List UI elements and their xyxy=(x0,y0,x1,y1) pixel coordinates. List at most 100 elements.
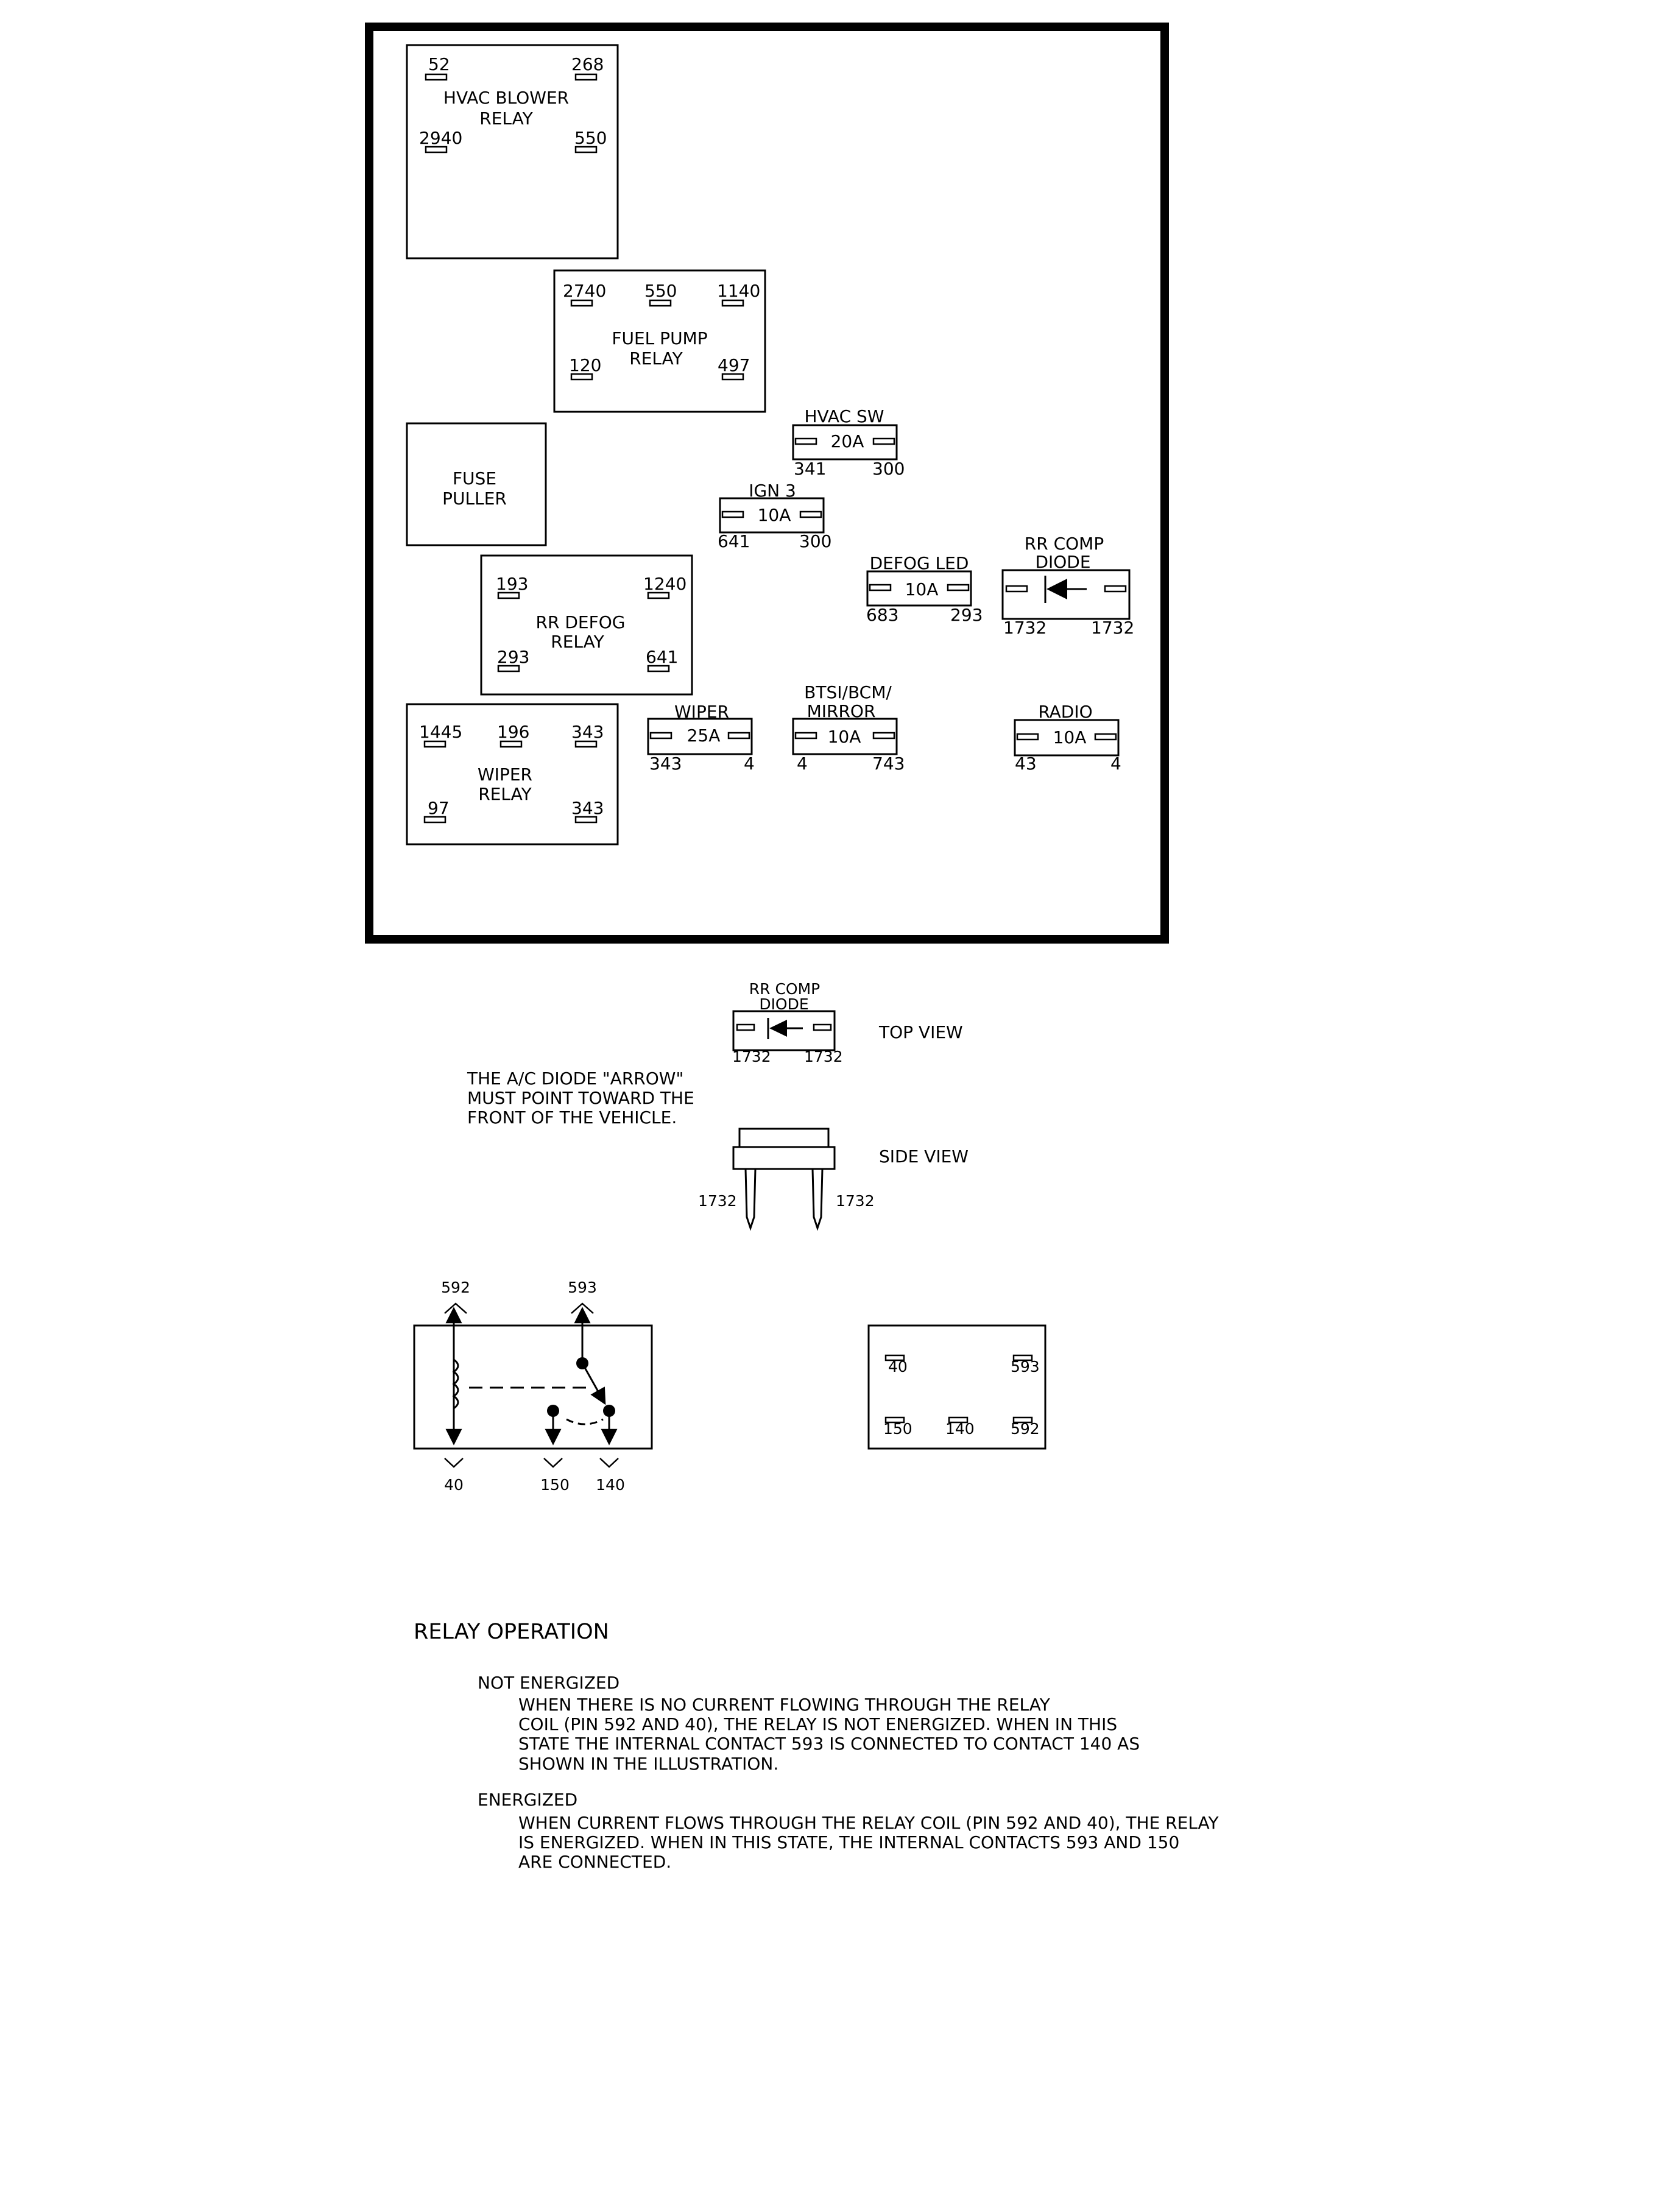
relay-label-line2: RELAY xyxy=(478,784,532,804)
pin-97: 97 xyxy=(428,798,450,818)
diode-detail-label-line1: RR COMP xyxy=(749,980,820,998)
ign-3-fuse: IGN 3 10A 641 300 xyxy=(718,481,831,551)
pin-343: 343 xyxy=(571,722,604,742)
relay-label-line1: WIPER xyxy=(478,764,532,785)
pin-2940: 2940 xyxy=(419,128,462,148)
fuse-pin-right: 4 xyxy=(1110,754,1121,774)
relay-operation: RELAY OPERATION NOT ENERGIZED WHEN THERE… xyxy=(414,1620,1219,1872)
wiper-fuse: WIPER 25A 343 4 xyxy=(647,702,755,774)
diode-arrow-icon xyxy=(1046,579,1067,599)
pin-193: 193 xyxy=(496,574,528,594)
not-energized-line: STATE THE INTERNAL CONTACT 593 IS CONNEC… xyxy=(518,1734,1140,1754)
fuse-rating: 10A xyxy=(758,505,791,525)
diode-label-line1: RR COMP xyxy=(1025,534,1104,554)
fuse-pin-right: 4 xyxy=(744,754,755,774)
fuse-rating: 10A xyxy=(828,727,861,747)
fuse-pin-left: 341 xyxy=(794,459,826,479)
fuse-name-line1: BTSI/BCM/ xyxy=(804,682,892,702)
fuse-puller-line1: FUSE xyxy=(453,468,496,489)
defog-led-fuse: DEFOG LED 10A 683 293 xyxy=(866,553,983,625)
diode-arrow-icon xyxy=(769,1020,787,1037)
top-view-label: TOP VIEW xyxy=(878,1022,963,1042)
fuse-name: DEFOG LED xyxy=(870,553,969,573)
hvac-sw-fuse: HVAC SW 20A 341 300 xyxy=(792,406,905,479)
pin-268: 268 xyxy=(571,54,604,74)
diode-detail-label-line2: DIODE xyxy=(759,995,808,1013)
relay-label-line1: RR DEFOG xyxy=(536,612,626,632)
fuse-puller: FUSE PULLER xyxy=(406,422,547,546)
pin-550: 550 xyxy=(644,281,677,301)
wiper-relay: 1445 196 343 WIPER RELAY 97 343 xyxy=(406,703,619,846)
pin-343: 343 xyxy=(571,798,604,818)
pin-550: 550 xyxy=(574,128,607,148)
rr-defog-relay: 193 1240 RR DEFOG RELAY 293 641 xyxy=(480,554,693,696)
side-view-pin-right: 1732 xyxy=(836,1192,875,1210)
diode-side-view: 1732 1732 SIDE VIEW xyxy=(698,1128,969,1231)
fuse-name: RADIO xyxy=(1038,702,1092,722)
pin-120: 120 xyxy=(569,355,601,375)
pin-40-label: 40 xyxy=(444,1476,464,1494)
not-energized-line: SHOWN IN THE ILLUSTRATION. xyxy=(518,1754,778,1774)
fuse-rating: 10A xyxy=(1053,727,1087,747)
diode-note: THE A/C DIODE "ARROW" MUST POINT TOWARD … xyxy=(467,1068,694,1128)
energized-line: ARE CONNECTED. xyxy=(518,1852,671,1872)
diode-pin-left: 1732 xyxy=(1003,618,1046,638)
pin-1240: 1240 xyxy=(643,574,686,594)
note-line: FRONT OF THE VEHICLE. xyxy=(467,1107,677,1128)
energized-line: WHEN CURRENT FLOWS THROUGH THE RELAY COI… xyxy=(518,1813,1219,1833)
relay-label-line2: RELAY xyxy=(479,108,533,129)
not-energized-line: WHEN THERE IS NO CURRENT FLOWING THROUGH… xyxy=(518,1695,1051,1715)
diode-pin-right: 1732 xyxy=(1091,618,1134,638)
pin-293: 293 xyxy=(497,647,529,667)
pin-1445: 1445 xyxy=(419,722,462,742)
diode-top-view: RR COMP DIODE 1732 1732 TOP VIEW xyxy=(732,980,963,1065)
fuse-puller-line2: PULLER xyxy=(442,489,507,509)
pin-150-label: 150 xyxy=(540,1476,570,1494)
energized-line: IS ENERGIZED. WHEN IN THIS STATE, THE IN… xyxy=(518,1832,1179,1852)
fuse-rating: 25A xyxy=(687,725,721,746)
pinout-40: 40 xyxy=(888,1358,908,1375)
energized-heading: ENERGIZED xyxy=(478,1790,577,1810)
note-line: THE A/C DIODE "ARROW" xyxy=(467,1068,683,1089)
pinout-592: 592 xyxy=(1011,1420,1040,1438)
pin-593-label: 593 xyxy=(568,1279,597,1296)
pin-140-label: 140 xyxy=(596,1476,625,1494)
side-view-label: SIDE VIEW xyxy=(879,1146,969,1167)
note-line: MUST POINT TOWARD THE xyxy=(467,1088,694,1108)
relay-label-line1: FUEL PUMP xyxy=(612,328,707,348)
fuse-pin-right: 300 xyxy=(872,459,905,479)
relay-pinout: 40 593 150 140 592 xyxy=(867,1324,1046,1450)
not-energized-line: COIL (PIN 592 AND 40), THE RELAY IS NOT … xyxy=(518,1714,1117,1734)
top-view-pin-right: 1732 xyxy=(804,1048,843,1065)
coil-icon xyxy=(452,1358,459,1410)
relay-label-line2: RELAY xyxy=(629,348,683,369)
fuse-pin-left: 4 xyxy=(797,754,808,774)
not-energized-heading: NOT ENERGIZED xyxy=(478,1673,619,1693)
fuse-pin-left: 683 xyxy=(866,605,898,625)
hvac-blower-relay: 52 268 HVAC BLOWER RELAY 2940 550 xyxy=(406,44,619,259)
fuel-pump-relay: 2740 550 1140 FUEL PUMP RELAY 120 497 xyxy=(553,269,766,413)
radio-fuse: RADIO 10A 43 4 xyxy=(1014,702,1121,774)
fuse-rating: 10A xyxy=(905,579,939,599)
fuse-box-outline xyxy=(365,23,1169,944)
relay-label-line2: RELAY xyxy=(551,632,604,652)
rr-comp-diode: RR COMP DIODE 1732 1732 xyxy=(1001,534,1134,638)
pin-641: 641 xyxy=(646,647,678,667)
fuse-pin-right: 743 xyxy=(872,754,905,774)
relay-label-line1: HVAC BLOWER xyxy=(443,88,569,108)
pin-2740: 2740 xyxy=(563,281,606,301)
pin-592-label: 592 xyxy=(441,1279,470,1296)
fuse-pin-left: 43 xyxy=(1015,754,1037,774)
pin-1140: 1140 xyxy=(717,281,760,301)
relay-operation-title: RELAY OPERATION xyxy=(414,1620,609,1644)
diode-label-line2: DIODE xyxy=(1035,552,1090,572)
side-view-pin-left: 1732 xyxy=(698,1192,737,1210)
pinout-593: 593 xyxy=(1011,1358,1040,1375)
pinout-140: 140 xyxy=(945,1420,975,1438)
fuse-pin-right: 300 xyxy=(799,531,831,551)
fuse-pin-right: 293 xyxy=(950,605,983,625)
fuse-rating: 20A xyxy=(831,431,864,451)
pin-52: 52 xyxy=(428,54,450,74)
pinout-150: 150 xyxy=(883,1420,912,1438)
